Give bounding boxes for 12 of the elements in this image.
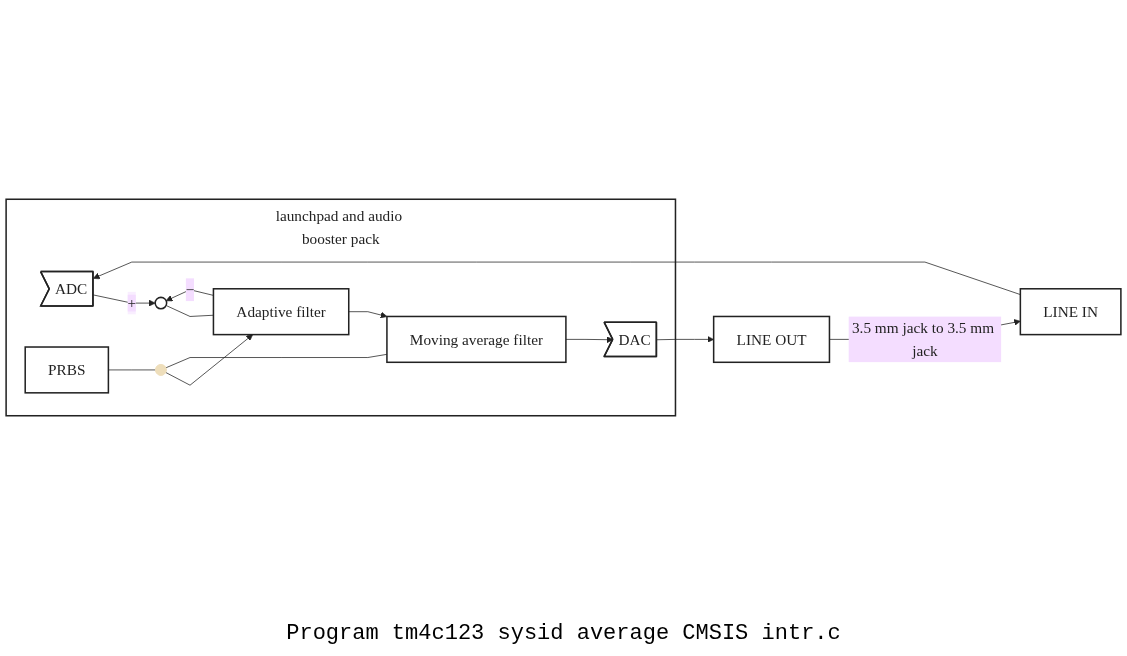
edge-label: 3.5 mm jack to 3.5 mm jack <box>851 319 995 360</box>
node-circle <box>154 296 168 310</box>
node-box: Moving average filter <box>386 315 567 364</box>
node-box: Adaptive filter <box>212 288 350 336</box>
node-label: − <box>185 281 195 299</box>
node-box: LINE OUT <box>712 315 831 364</box>
connector <box>108 369 156 371</box>
node-box: LINE IN <box>1019 288 1122 336</box>
caption: Program tm4c123 sysid average CMSIS intr.c <box>286 621 841 646</box>
connector <box>165 305 214 317</box>
node-box: PRBS <box>24 346 110 394</box>
node-label: + <box>127 294 137 312</box>
